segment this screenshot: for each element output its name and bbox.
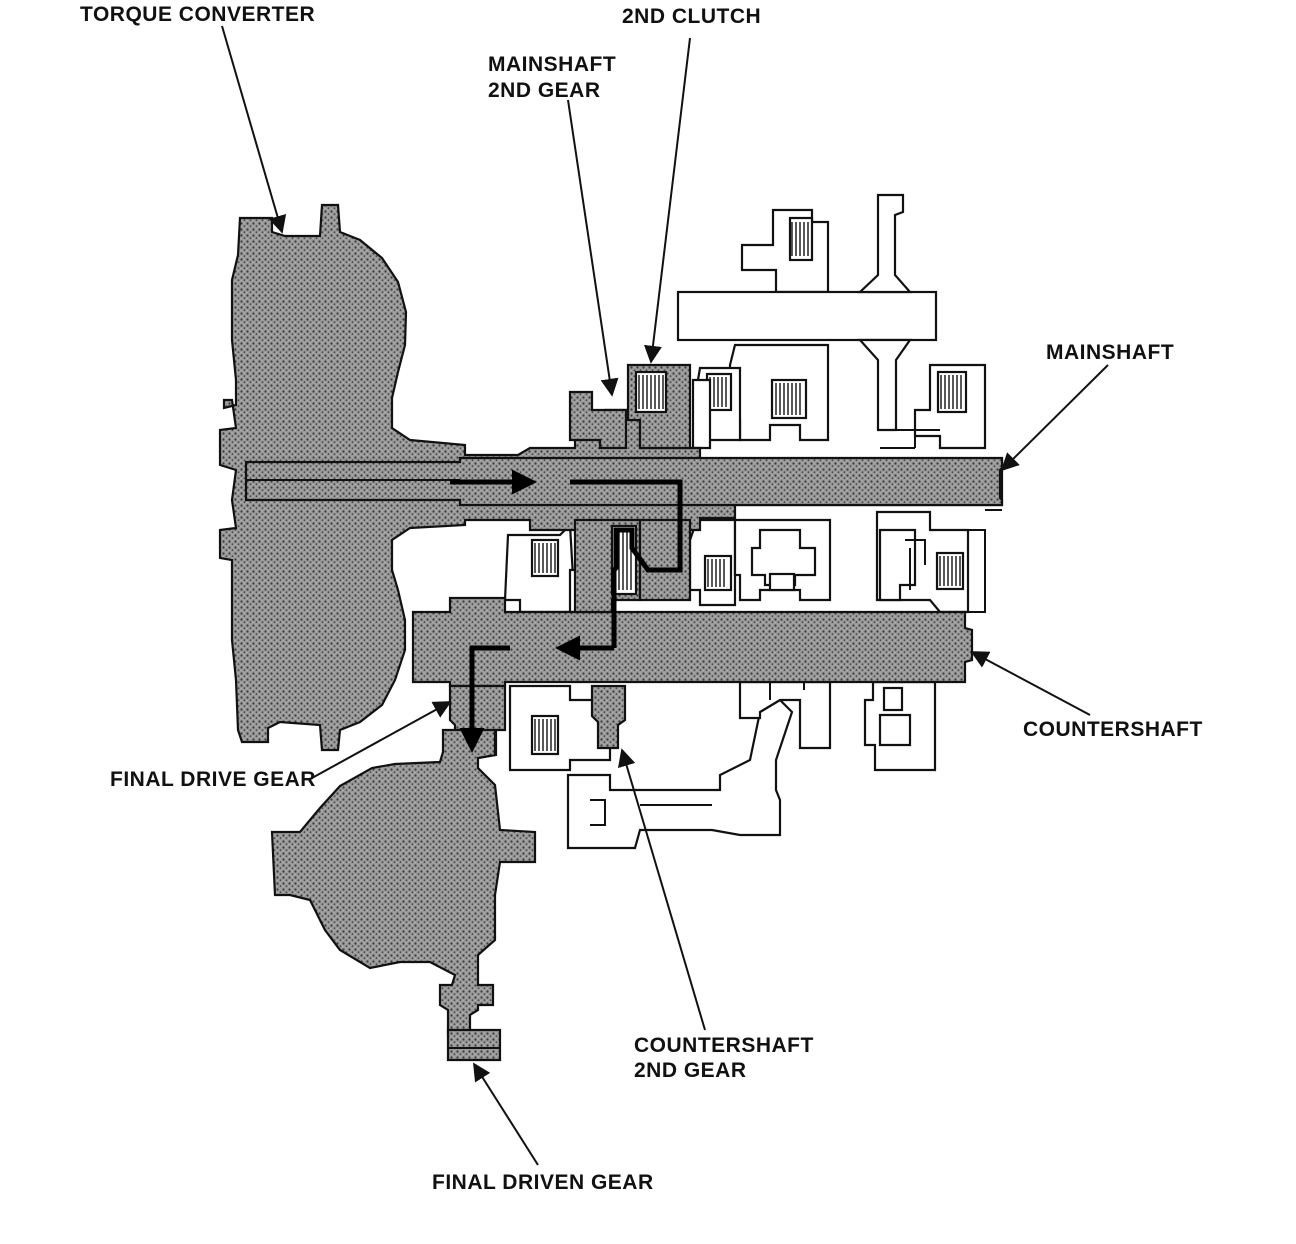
countershaft-body (411, 596, 974, 688)
label-2nd-clutch: 2ND CLUTCH (622, 5, 761, 28)
mainshaft-second-gear-shaded (568, 390, 628, 450)
label-mainshaft: MAINSHAFT (1046, 341, 1174, 364)
leader-mainshaft (1000, 364, 1109, 472)
final-driven-gear-shaded (446, 1028, 502, 1062)
leader-lines (221, 25, 1109, 1166)
labels: TORQUE CONVERTER 2ND CLUTCH MAINSHAFT 2N… (80, 3, 1203, 1194)
label-torque-converter: TORQUE CONVERTER (80, 3, 315, 26)
leader-final-drive-gear (311, 701, 452, 779)
label-mainshaft-2nd-gear-line2: 2ND GEAR (488, 79, 601, 102)
leader-torque-converter (221, 25, 287, 234)
leader-final-driven-gear (473, 1062, 539, 1166)
label-countershaft-2nd-gear-line1: COUNTERSHAFT (634, 1034, 814, 1057)
leader-mainshaft-2nd-gear (567, 99, 619, 397)
label-final-drive-gear: FINAL DRIVE GEAR (110, 768, 316, 791)
lower-gear-cluster (503, 509, 1002, 850)
leader-2nd-clutch (644, 37, 691, 364)
upper-gear-cluster (676, 193, 987, 450)
label-final-driven-gear: FINAL DRIVEN GEAR (432, 1171, 654, 1194)
leader-countershaft (970, 651, 1091, 716)
label-mainshaft-2nd-gear-line1: MAINSHAFT (488, 53, 616, 76)
power-flow-line (450, 469, 683, 753)
label-countershaft: COUNTERSHAFT (1023, 718, 1203, 741)
leader-countershaft-2nd-gear (617, 748, 706, 1031)
label-countershaft-2nd-gear-line2: 2ND GEAR (634, 1059, 747, 1082)
differential-housing (270, 728, 537, 1037)
